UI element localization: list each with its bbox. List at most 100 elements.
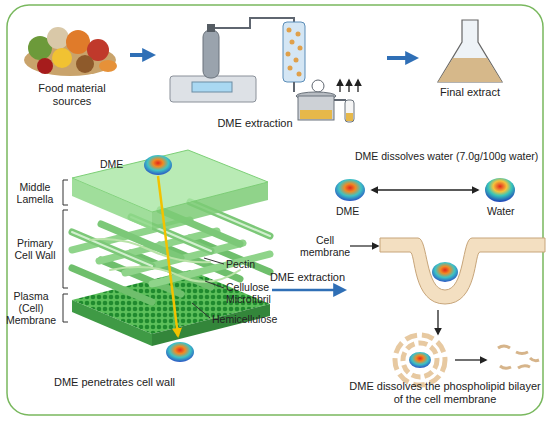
cell-membrane (380, 238, 545, 304)
mushroom (47, 27, 69, 49)
part-label: Primary Cell Wall (10, 237, 60, 261)
part-label: Pectin (226, 258, 271, 270)
edge-label: DME extraction (270, 271, 345, 284)
fruit (76, 55, 94, 73)
sample-grain (294, 58, 299, 63)
flask (438, 20, 502, 82)
dme-water (335, 178, 515, 202)
flow-arrow (272, 289, 343, 292)
bracket (63, 210, 68, 288)
step-caption: Food material sources (27, 82, 117, 108)
part-label: Cell membrane (300, 234, 350, 258)
part-label: Plasma (Cell) Membrane (0, 290, 62, 326)
flask-glass (438, 20, 502, 82)
membrane-fragment (500, 366, 511, 368)
middle-lamella (152, 182, 268, 230)
sample-grain (296, 32, 301, 37)
pipe (215, 18, 294, 28)
bracket (63, 180, 68, 205)
illustration-panel: DME dissolves the phospholipid bilayer o… (345, 228, 545, 412)
scale-display (192, 82, 232, 92)
membrane-fragment-ring (395, 335, 445, 385)
membrane-dissolution (350, 238, 545, 385)
membrane-fragment-ring (403, 343, 437, 377)
penetration-arrow (158, 176, 178, 336)
step-caption: DME extraction (160, 117, 350, 130)
sample-grain (286, 52, 291, 57)
leader-line (205, 281, 224, 288)
step-arrow (455, 359, 486, 360)
vent-arrow (348, 80, 349, 92)
illustration-panel: Food material sources (18, 12, 126, 107)
middle-lamella (72, 178, 152, 230)
step-arrow (437, 310, 438, 334)
step-caption: Final extract (425, 86, 515, 99)
cylinder-valve (207, 24, 215, 32)
step-caption: DME penetrates cell wall (22, 376, 207, 389)
plasma-membrane (72, 300, 152, 346)
membrane-fragment (518, 366, 530, 368)
collection-tube (345, 100, 354, 122)
sample-grain (297, 72, 302, 77)
sample-grain (298, 46, 303, 51)
step-caption: DME dissolves the phospholipid bilayer o… (345, 380, 545, 406)
part-label: Water (487, 205, 527, 217)
fruit (66, 30, 90, 54)
vent-arrow (357, 80, 358, 92)
dme-molecule (144, 155, 172, 175)
food-pile (24, 27, 117, 76)
vegetable (99, 60, 117, 72)
dme-molecule (166, 342, 194, 362)
sample-grain (290, 40, 295, 45)
vessel (298, 96, 334, 120)
fruit (37, 58, 53, 74)
extract-liquid (300, 110, 332, 119)
microfibril-highlight (72, 232, 152, 266)
illustration-panel: DME penetrates cell wall (22, 145, 272, 395)
flow-arrow (387, 56, 415, 60)
hemicellulose-strand (110, 267, 240, 282)
pointer-arrow (350, 245, 378, 246)
water-molecule (485, 178, 515, 202)
illustration-panel: Final extract (425, 14, 515, 102)
sample-grain (288, 66, 293, 71)
dme-molecule (335, 179, 365, 201)
pressure-gauge (312, 80, 324, 92)
part-label: Middle Lamella (10, 181, 60, 205)
cell-wall (63, 150, 270, 362)
extraction-apparatus (170, 18, 358, 122)
scale (170, 76, 256, 102)
leader-line (204, 258, 224, 264)
extract-powder (438, 58, 502, 82)
sample-grain (287, 28, 292, 33)
frame (7, 5, 543, 415)
pipe (293, 82, 295, 92)
part-label: DME (336, 205, 376, 217)
hemicellulose-strand (90, 239, 210, 262)
membrane-fragment (516, 352, 528, 354)
pipe (334, 99, 346, 101)
interaction-arrow (372, 189, 478, 190)
part-label: Cellulose Microfibril (226, 281, 281, 305)
bracket (63, 294, 68, 322)
part-label: DME (100, 158, 140, 170)
microfibril (101, 224, 181, 258)
part-label: DME dissolves water (7.0g/100g water) (355, 150, 545, 162)
extract-liquid (346, 113, 353, 121)
dme-molecule (409, 352, 431, 368)
illustration-panel: DME extraction (160, 14, 365, 132)
fruit (52, 48, 72, 68)
gas-cylinder (203, 30, 219, 78)
column (283, 22, 305, 82)
membrane-fragment (498, 346, 510, 348)
membrane-fragment (530, 358, 539, 361)
part-label: Hemicellulose (212, 313, 292, 325)
plasma-membrane (152, 304, 270, 346)
vent-arrow (339, 80, 340, 92)
leader-line (192, 303, 210, 318)
dme-molecule (432, 262, 458, 282)
flow-arrow (130, 53, 152, 57)
